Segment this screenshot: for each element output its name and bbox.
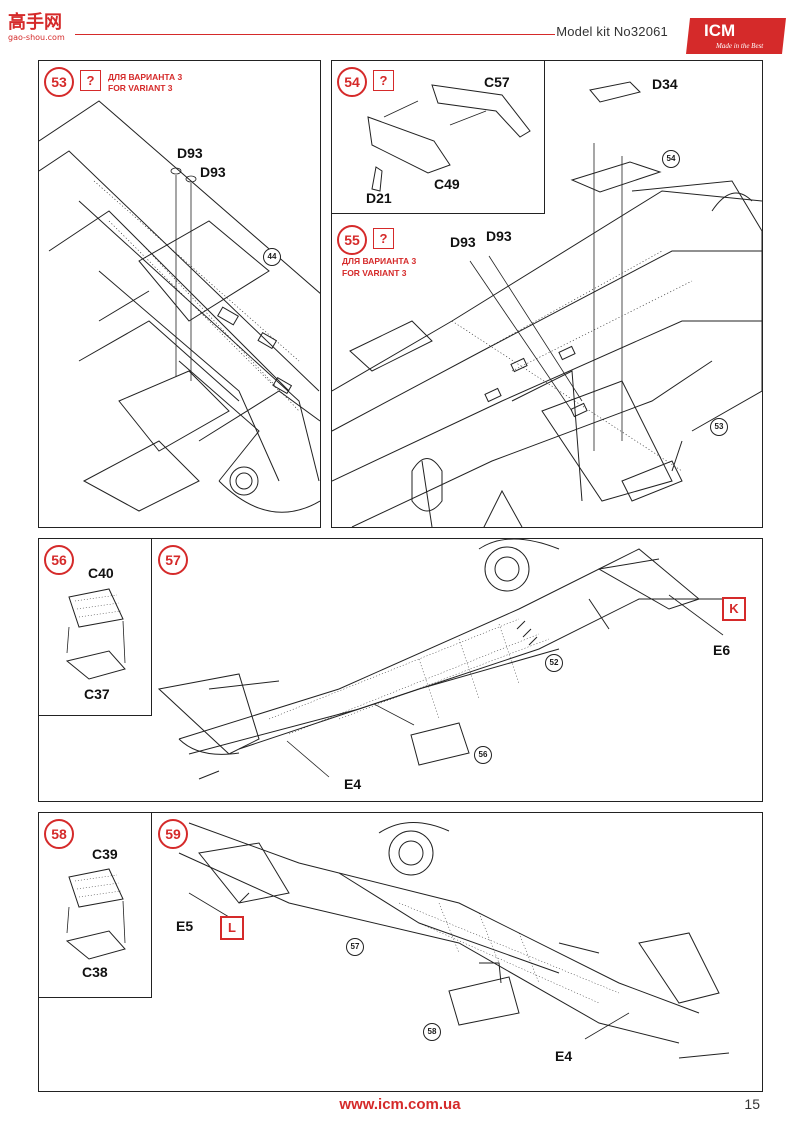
step-56-part-label: C37 — [84, 686, 110, 702]
step-58-badge: 58 — [44, 819, 74, 849]
step-56-badge: 56 — [44, 545, 74, 575]
step-59-part-label: E5 — [176, 918, 194, 934]
step-55-ref: 53 — [710, 418, 728, 436]
step-53-part-label: D93 — [177, 145, 203, 161]
step-58-part-label: C39 — [92, 846, 118, 862]
watermark-top: 高手网 — [8, 11, 62, 33]
step-53-variant-en: FOR VARIANT 3 — [108, 83, 173, 93]
step-57-ref: 52 — [545, 654, 563, 672]
step-54-subpanel — [331, 60, 545, 214]
step-54-part-label: C49 — [434, 176, 460, 192]
d34-part-drawing — [570, 81, 662, 193]
header-rule — [75, 34, 555, 35]
step-56-57-panel — [38, 538, 763, 802]
step-55-drawing — [332, 143, 762, 527]
step-56-drawing — [65, 588, 126, 680]
step-55-variant-ru: ДЛЯ ВАРИАНТА 3 — [342, 256, 417, 266]
step-55-variant-en: FOR VARIANT 3 — [342, 268, 407, 278]
step-58-part-label: C38 — [82, 964, 108, 980]
step-57-badge: 57 — [158, 545, 188, 575]
watermark-logo: 高手网 gao-shou.com — [6, 8, 70, 42]
step-54-ref: 54 — [662, 150, 680, 168]
step-59-drawing — [178, 822, 730, 1059]
step-59-ref: 57 — [346, 938, 364, 956]
footer-url[interactable]: www.icm.com.ua — [339, 1096, 461, 1113]
step-54-badge: 54 — [337, 67, 367, 97]
step-54-55-panel — [331, 60, 763, 528]
step-53-question-icon: ? — [80, 70, 101, 91]
step-59-ref: 58 — [423, 1023, 441, 1041]
step-57-part-label: E6 — [713, 642, 731, 658]
watermark-bottom: gao-shou.com — [8, 33, 65, 42]
step-57-part-label: E4 — [344, 776, 362, 792]
step-54-part-label: C57 — [484, 74, 510, 90]
step-53-badge: 53 — [44, 67, 74, 97]
step-53-panel — [38, 60, 321, 528]
step-53-part-label: D93 — [200, 164, 226, 180]
step-59-badge: 59 — [158, 819, 188, 849]
step-55-badge: 55 — [337, 225, 367, 255]
step-57-mark-k: K — [722, 597, 746, 621]
page-title: Model kit No32061 — [556, 24, 668, 39]
step-54-question-icon: ? — [373, 70, 394, 91]
step-59-part-label: E4 — [555, 1048, 573, 1064]
brand-tagline: Made in the Best — [715, 42, 764, 50]
step-55-part-label: D93 — [486, 228, 512, 244]
step-55-question-icon: ? — [373, 228, 394, 249]
page-number: 15 — [744, 1096, 760, 1112]
icm-logo: ICM Made in the Best — [686, 14, 790, 58]
step-57-ref: 56 — [474, 746, 492, 764]
step-56-part-label: C40 — [88, 565, 114, 581]
step-54-drawing — [367, 84, 531, 192]
step-54-part-label: D34 — [652, 76, 678, 92]
step-53-drawing — [39, 100, 320, 513]
step-53-variant-ru: ДЛЯ ВАРИАНТА 3 — [108, 72, 183, 82]
step-54-part-label: D21 — [366, 190, 392, 206]
step-57-drawing — [157, 539, 729, 780]
step-53-ref: 44 — [263, 248, 281, 266]
brand-name: ICM — [704, 21, 735, 40]
step-58-drawing — [65, 868, 126, 960]
step-58-59-panel — [38, 812, 763, 1092]
step-59-mark-l: L — [220, 916, 244, 940]
step-55-part-label: D93 — [450, 234, 476, 250]
